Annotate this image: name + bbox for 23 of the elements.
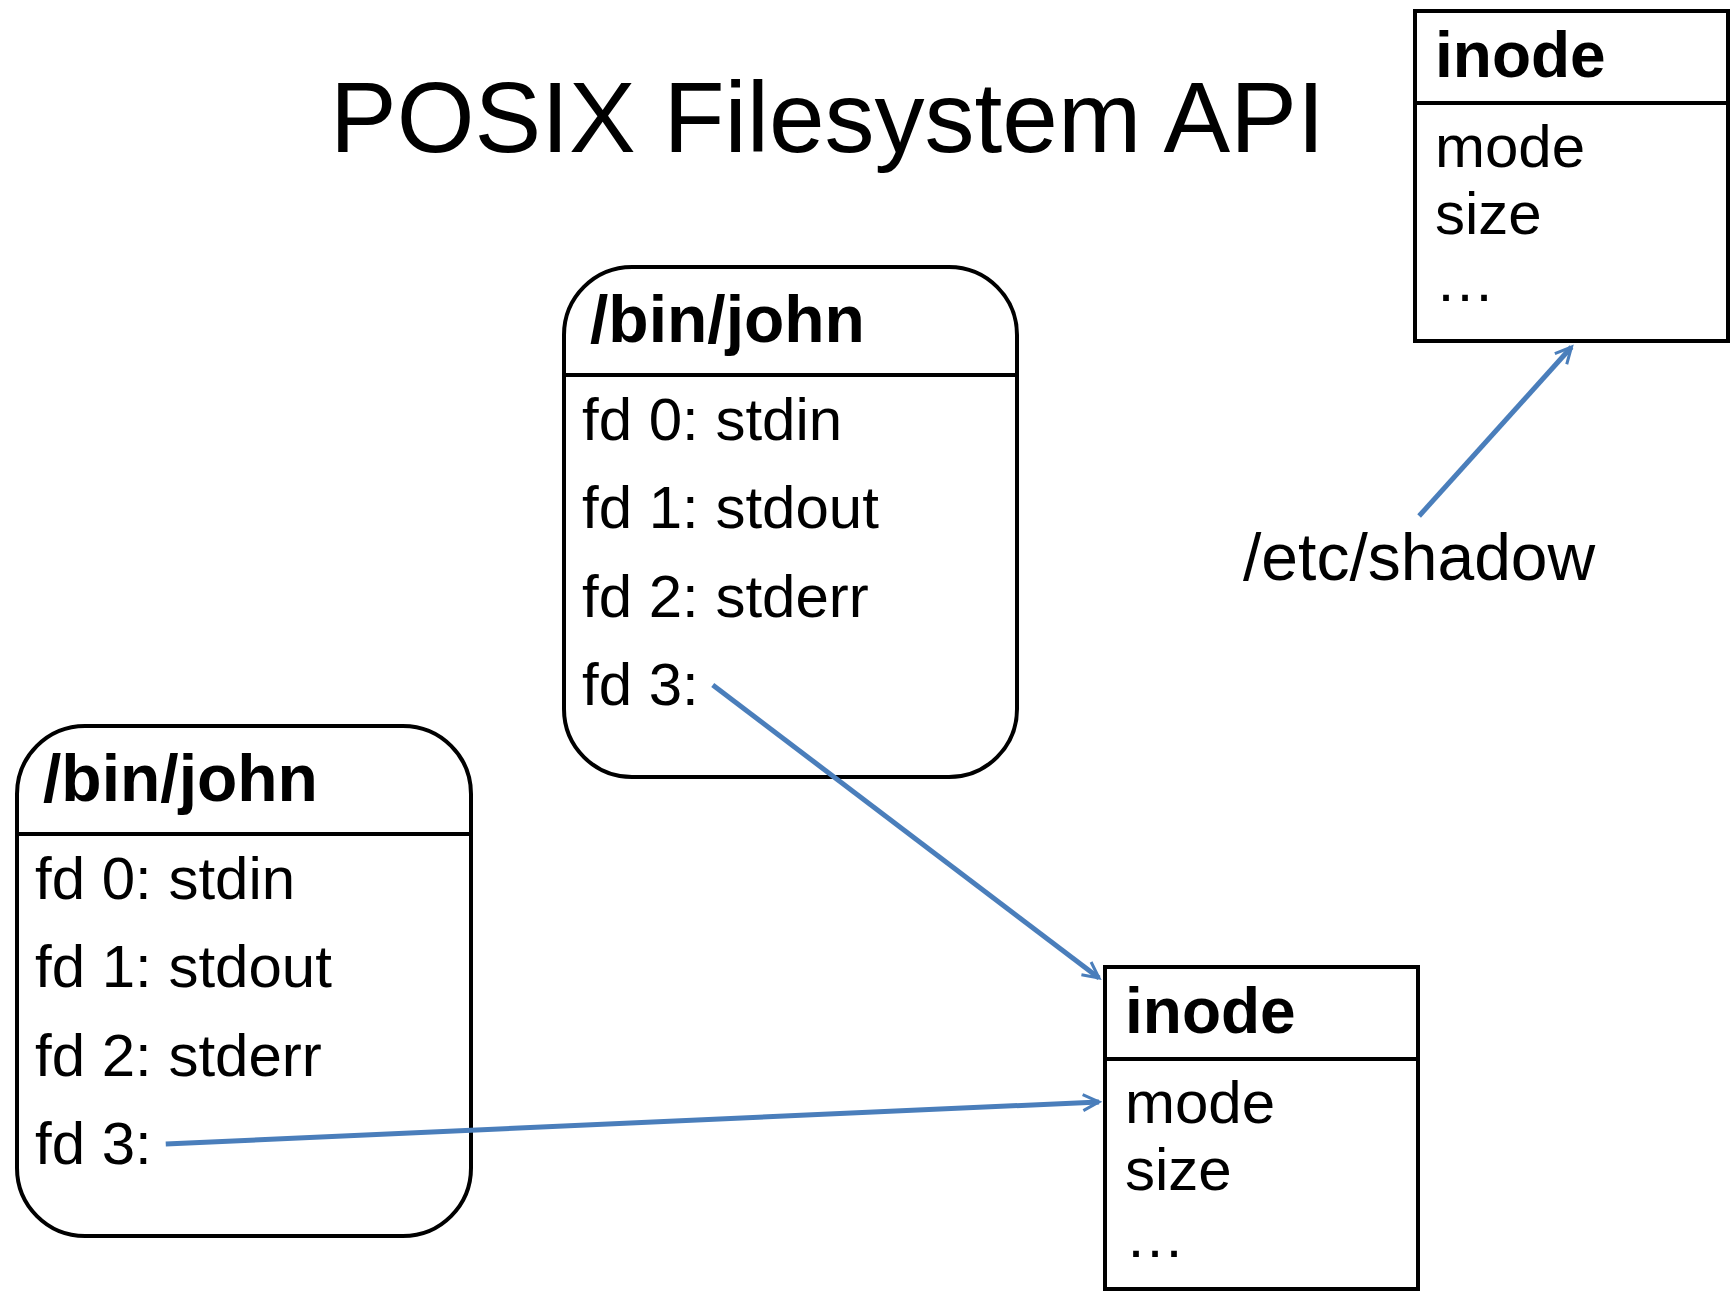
file-descriptor-row: fd 2: stderr <box>35 1019 322 1093</box>
inode-box <box>1103 965 1420 1291</box>
arrow <box>165 1093 1101 1147</box>
file-descriptor-row: fd 1: stdout <box>35 930 332 1004</box>
file-descriptor-row: fd 1: stdout <box>582 471 879 545</box>
file-descriptor-row: fd 0: stdin <box>582 383 843 457</box>
inode-heading: inode <box>1107 969 1416 1061</box>
inode-fields: mode size … <box>1107 1069 1276 1271</box>
process-name: /bin/john <box>566 269 1015 377</box>
process-box <box>562 265 1019 779</box>
inode-fields: mode size … <box>1417 113 1586 315</box>
title: POSIX Filesystem API <box>330 60 1325 175</box>
inode-heading: inode <box>1417 13 1726 105</box>
process-name: /bin/john <box>19 728 469 836</box>
file-descriptor-row: fd 3: <box>582 648 699 722</box>
file-descriptor-row: fd 3: <box>35 1107 152 1181</box>
arrow <box>1417 345 1574 518</box>
file-descriptor-row: fd 2: stderr <box>582 560 869 634</box>
arrow <box>711 683 1101 981</box>
process-box <box>15 724 473 1238</box>
inode-box <box>1413 9 1730 343</box>
file-path-label: /etc/shadow <box>1243 520 1596 594</box>
file-descriptor-row: fd 0: stdin <box>35 842 296 916</box>
